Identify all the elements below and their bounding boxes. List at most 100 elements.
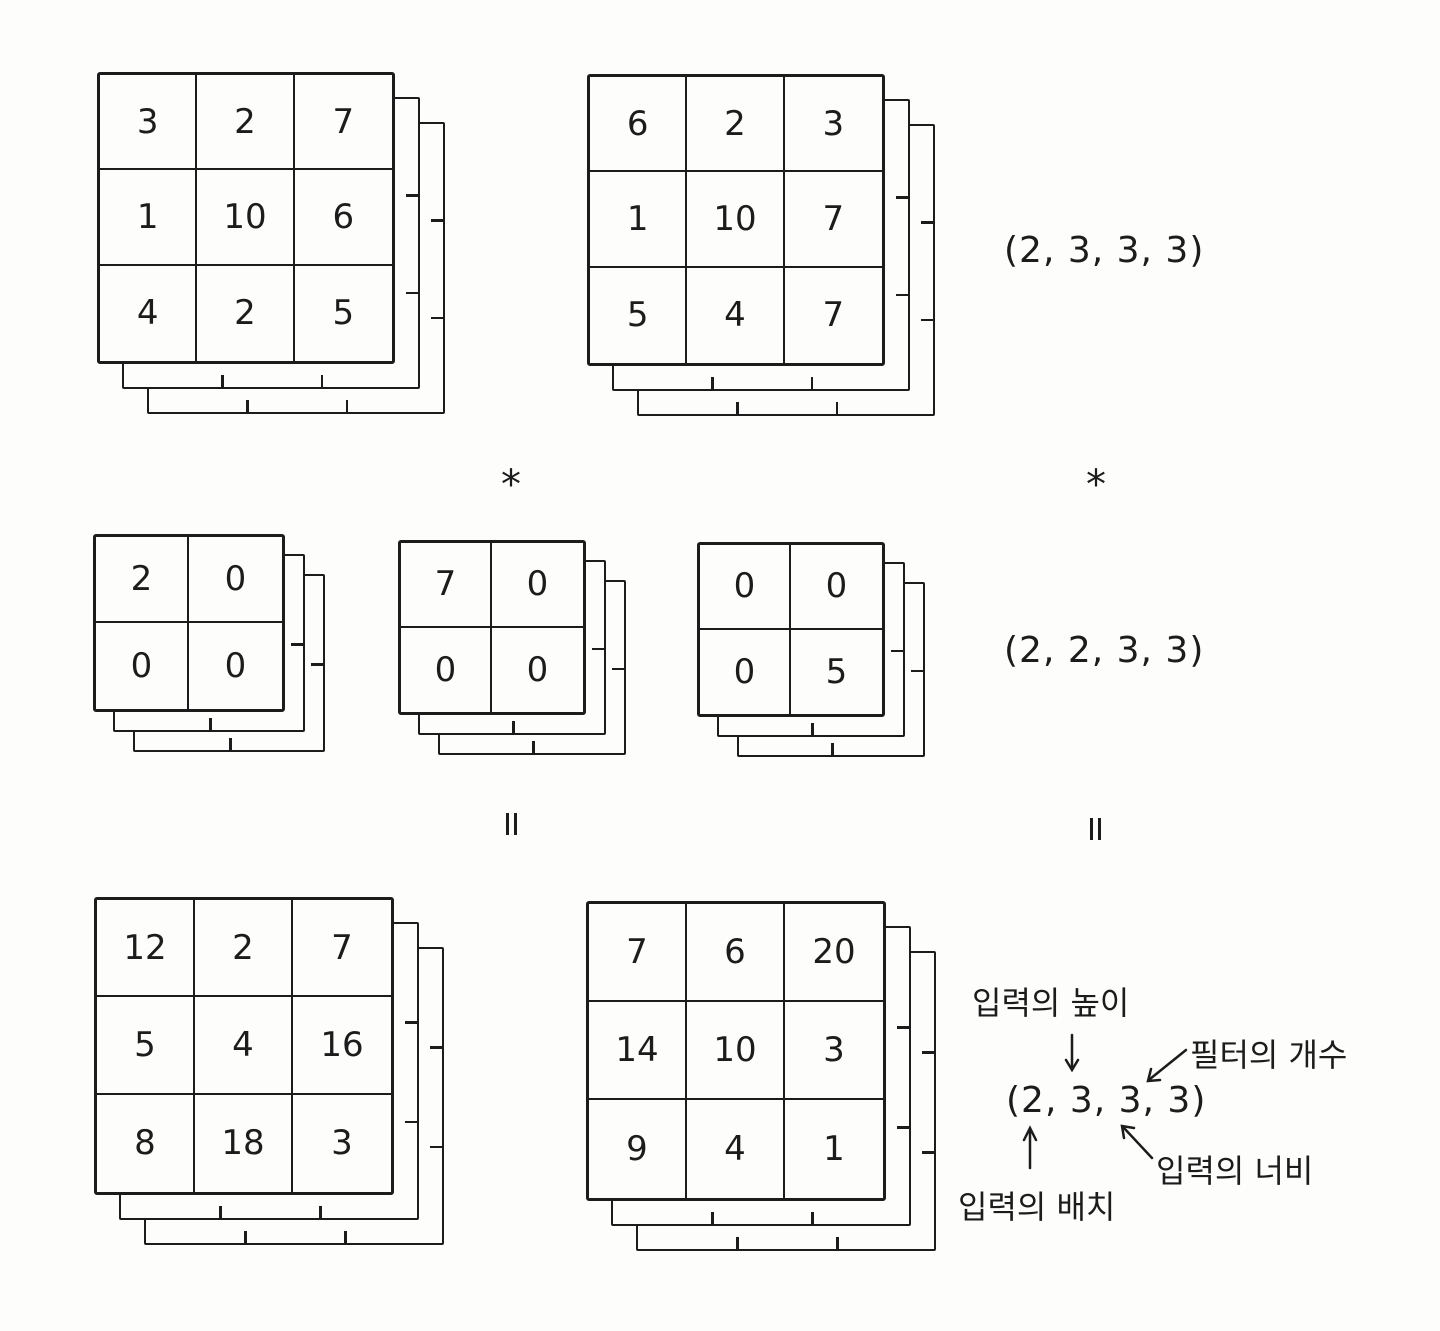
layer-tick <box>897 1126 911 1129</box>
layer-tick <box>219 1206 222 1220</box>
height-annotation: 입력의 높이 <box>972 984 1130 1022</box>
output-cell: 3 <box>785 1002 883 1100</box>
filter-cell: 0 <box>189 537 282 623</box>
layer-tick <box>736 1237 739 1251</box>
output-cell: 2 <box>195 900 293 998</box>
layer-tick <box>711 377 714 391</box>
layer-tick <box>612 667 626 670</box>
layer-tick <box>431 316 445 320</box>
layer-tick <box>592 647 606 650</box>
layer-tick <box>891 649 905 652</box>
layer-tick <box>922 1051 936 1054</box>
output-cell: 4 <box>195 997 293 1095</box>
output-cell: 6 <box>687 904 785 1002</box>
filter-cell: 7 <box>401 543 492 628</box>
filter-count-arrow <box>1148 1048 1188 1081</box>
layer-tick <box>711 1212 714 1226</box>
equals-operator-1 <box>504 813 518 835</box>
input-cell: 10 <box>687 172 785 268</box>
layer-tick <box>911 669 925 672</box>
output-cell: 16 <box>293 997 391 1095</box>
layer-tick <box>811 1212 814 1226</box>
output-cell: 1 <box>823 1129 845 1169</box>
layer-tick <box>405 1120 419 1124</box>
layer-tick <box>896 196 910 199</box>
input-cell: 4 <box>100 265 198 361</box>
filter-cell: 0 <box>492 543 583 628</box>
input-cell: 7 <box>294 75 392 171</box>
output-cell: 3 <box>331 1123 353 1164</box>
width-arrow <box>1122 1126 1154 1160</box>
input-cell: 6 <box>294 170 392 266</box>
layer-tick <box>406 194 420 197</box>
filter-cell: 0 <box>96 623 189 709</box>
layer-tick <box>921 318 935 322</box>
layer-tick <box>244 1231 247 1245</box>
layer-tick <box>836 1237 839 1251</box>
layer-tick <box>922 1151 936 1154</box>
layer-tick <box>430 1145 444 1149</box>
output-cell: 9 <box>589 1100 687 1198</box>
layer-tick <box>897 1026 911 1029</box>
width-annotation: 입력의 너비 <box>1156 1152 1314 1190</box>
layer-tick <box>810 377 814 391</box>
conv-operator-1: * <box>501 462 521 508</box>
layer-tick <box>311 663 325 666</box>
output-cell: 14 <box>589 1002 687 1100</box>
layer-tick <box>811 723 814 737</box>
output-cell: 7 <box>589 904 687 1002</box>
input-cell: 3 <box>100 75 198 171</box>
input-cell: 7 <box>784 172 882 268</box>
input-cell: 6 <box>590 77 688 173</box>
equals-operator-2 <box>1088 818 1102 840</box>
output-cell: 18 <box>195 1094 293 1192</box>
layer-tick <box>406 291 420 295</box>
layer-tick <box>736 402 739 416</box>
layer-tick <box>246 400 249 414</box>
filter-cell: 2 <box>96 537 189 623</box>
layer-tick <box>291 643 305 646</box>
input-cell: 4 <box>687 267 785 363</box>
layer-tick <box>431 219 445 222</box>
input-cell: 10 <box>197 170 295 266</box>
input-shape-label: (2, 3, 3, 3) <box>1004 230 1205 271</box>
layer-tick <box>229 738 232 752</box>
output-cell: 12 <box>97 900 195 998</box>
layer-tick <box>835 402 839 416</box>
filter-cell: 0 <box>224 646 247 686</box>
filter-cell: 0 <box>700 545 791 630</box>
input-cell: 2 <box>687 77 785 173</box>
filter-cell: 0 <box>526 649 549 690</box>
layer-tick <box>344 1231 347 1245</box>
layer-tick <box>921 221 935 224</box>
input-cell: 5 <box>590 267 688 363</box>
layer-tick <box>512 721 515 735</box>
output-cell: 5 <box>97 997 195 1095</box>
input-cell: 2 <box>197 75 295 171</box>
input-cell: 3 <box>784 77 882 173</box>
filter-cell: 0 <box>401 627 492 712</box>
layer-tick <box>345 400 349 414</box>
batch-annotation: 입력의 배치 <box>958 1188 1116 1226</box>
output-shape-label: (2, 3, 3, 3) <box>1006 1080 1207 1121</box>
output-cell: 8 <box>97 1094 195 1192</box>
layer-tick <box>532 741 535 755</box>
layer-tick <box>221 375 224 389</box>
input-cell: 5 <box>332 293 355 334</box>
filter-cell: 0 <box>700 629 791 714</box>
output-cell: 20 <box>785 904 883 1002</box>
